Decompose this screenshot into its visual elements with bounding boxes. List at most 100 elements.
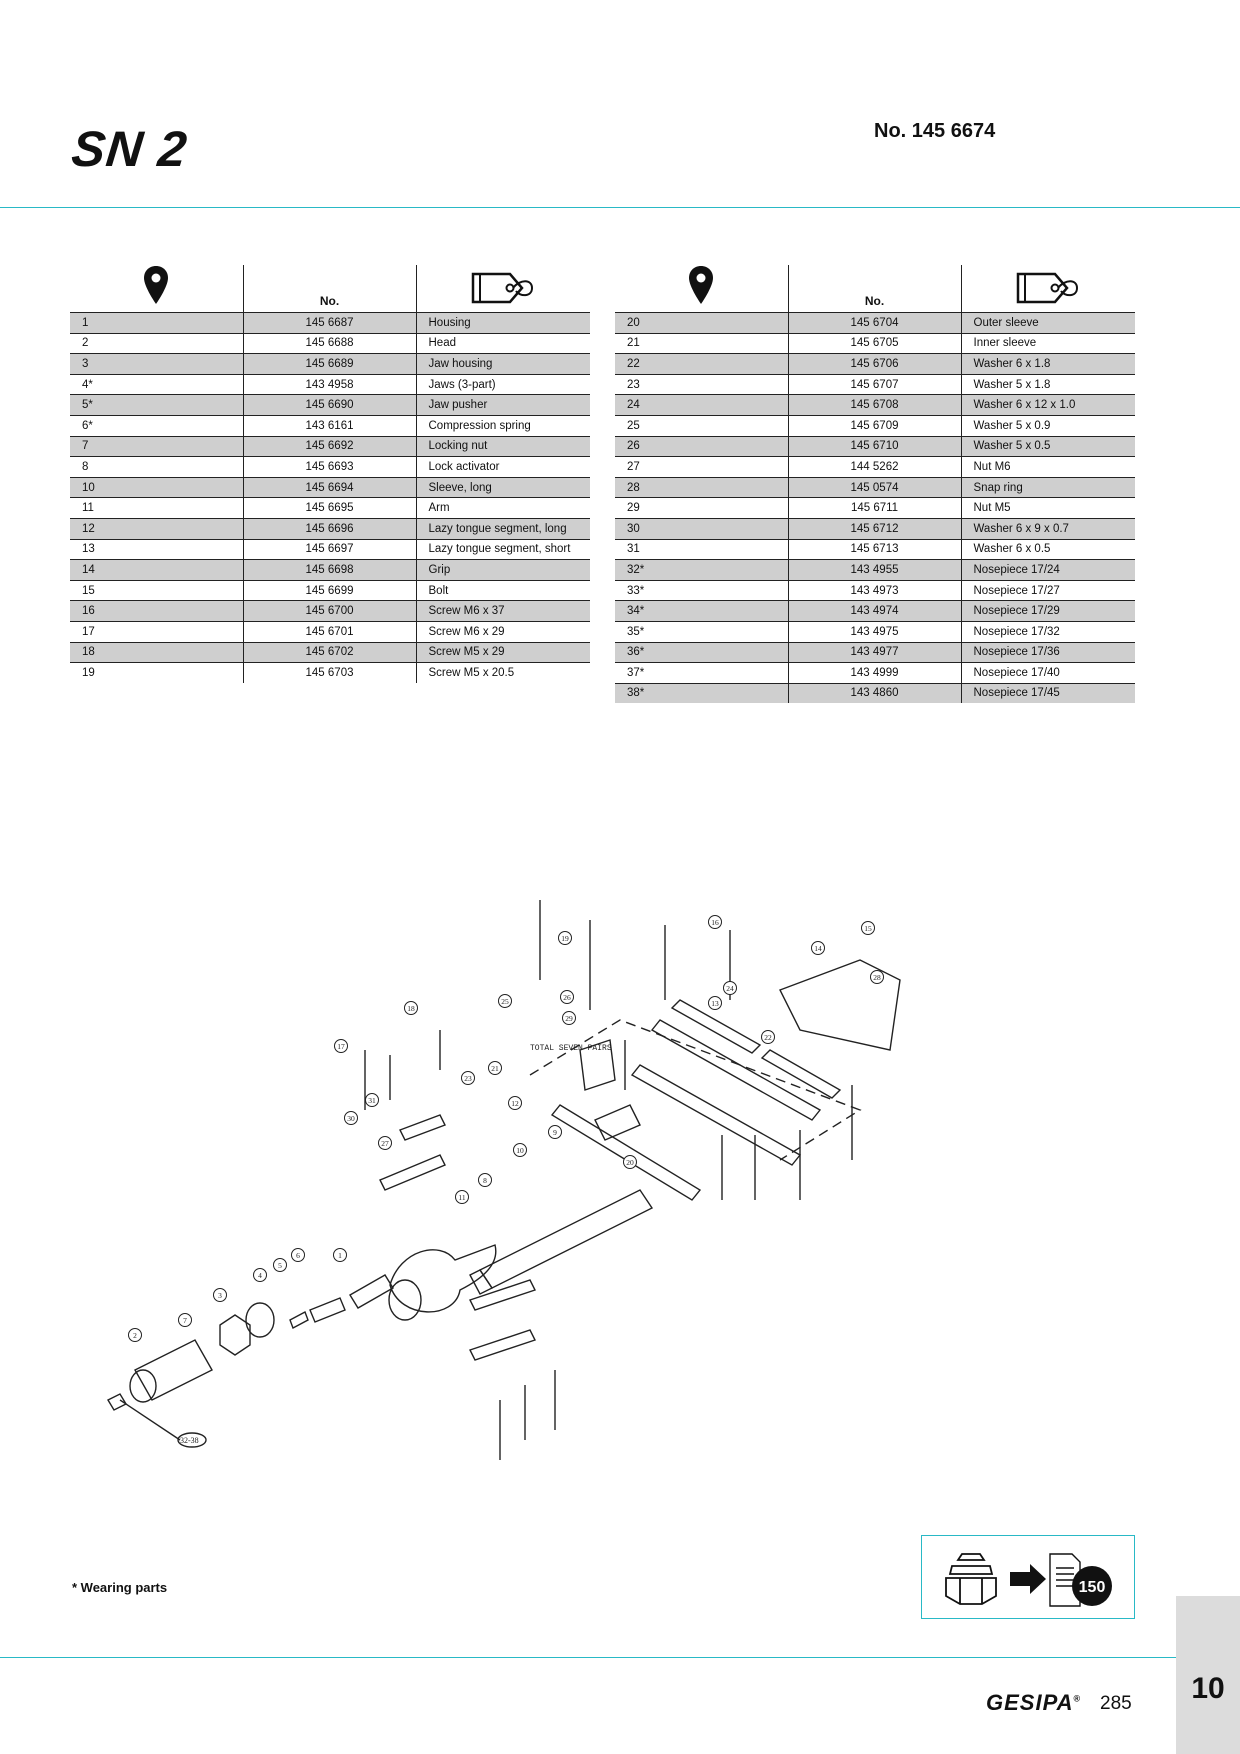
page-title: SN 2 — [69, 121, 191, 177]
page-number: 285 — [1100, 1693, 1132, 1714]
part-number-cell: 145 6706 — [787, 353, 961, 375]
position-column-header — [70, 265, 243, 313]
position-cell: 13 — [70, 538, 243, 560]
callout-bubble: 15 — [861, 921, 875, 935]
designation-cell: Washer 5 x 1.8 — [960, 373, 1135, 395]
diagram-annotation: TOTAL SEVEN PAIRS — [530, 1044, 612, 1053]
callout-label: 11 — [458, 1193, 465, 1202]
callout-label: 2 — [133, 1331, 137, 1340]
designation-cell: Nosepiece 17/24 — [960, 559, 1135, 581]
nosepiece-range-label: 32-38 — [180, 1436, 199, 1445]
callout-label: 31 — [368, 1096, 376, 1105]
designation-cell: Screw M5 x 29 — [415, 641, 590, 663]
designation-cell: Washer 6 x 12 x 1.0 — [960, 394, 1135, 416]
callout-label: 21 — [491, 1064, 499, 1073]
callout-label: 15 — [864, 924, 872, 933]
callout-bubble: 20 — [623, 1155, 637, 1169]
callout-bubble: 26 — [560, 990, 574, 1004]
position-cell: 8 — [70, 456, 243, 478]
callout-label: 18 — [407, 1004, 415, 1013]
callout-bubble: 31 — [365, 1093, 379, 1107]
callout-label: 26 — [563, 993, 571, 1002]
part-number-cell: 144 5262 — [787, 456, 961, 478]
part-number-cell: 145 6708 — [787, 394, 961, 416]
callout-layer: 1234567891011121314151617181920212223242… — [128, 915, 884, 1342]
position-cell: 20 — [615, 312, 788, 334]
part-number-cell: 145 6701 — [242, 620, 416, 642]
position-cell: 14 — [70, 559, 243, 581]
position-cell: 24 — [615, 394, 788, 416]
position-cell: 27 — [615, 456, 788, 478]
callout-bubble: 14 — [811, 941, 825, 955]
position-cell: 31 — [615, 538, 788, 560]
part-number-cell: 145 6707 — [787, 373, 961, 395]
part-number-cell: 143 4955 — [787, 559, 961, 581]
position-cell: 34* — [615, 600, 788, 622]
part-number-cell: 145 6692 — [242, 435, 416, 457]
nosepiece-reference-box[interactable]: 150 — [921, 1535, 1135, 1619]
position-cell: 2 — [70, 332, 243, 354]
map-pin-icon — [689, 266, 714, 304]
part-number-cell: 145 6710 — [787, 435, 961, 457]
callout-bubble: 10 — [513, 1143, 527, 1157]
callout-label: 6 — [296, 1251, 300, 1260]
position-cell: 36* — [615, 641, 788, 663]
callout-bubble: 11 — [455, 1190, 469, 1204]
callout-bubble: 28 — [870, 970, 884, 984]
callout-label: 22 — [764, 1033, 772, 1042]
designation-cell: Head — [415, 332, 590, 354]
nosepiece-reference-page: 150 — [1079, 1579, 1106, 1596]
callout-label: 24 — [726, 984, 734, 993]
position-cell: 3 — [70, 353, 243, 375]
position-cell: 10 — [70, 476, 243, 498]
designation-cell: Lock activator — [415, 456, 590, 478]
designation-cell: Arm — [415, 497, 590, 519]
part-number-cell: 145 0574 — [787, 476, 961, 498]
designation-cell: Locking nut — [415, 435, 590, 457]
callout-bubble: 9 — [548, 1125, 562, 1139]
callout-label: 5 — [278, 1261, 282, 1270]
part-number-cell: 143 4973 — [787, 579, 961, 601]
callout-bubble: 7 — [178, 1313, 192, 1327]
position-cell: 5* — [70, 394, 243, 416]
designation-cell: Nosepiece 17/27 — [960, 579, 1135, 601]
part-number-cell: 145 6688 — [242, 332, 416, 354]
part-number-cell: 145 6702 — [242, 641, 416, 663]
part-number-cell: 145 6696 — [242, 517, 416, 540]
designation-cell: Inner sleeve — [960, 332, 1135, 354]
callout-label: 14 — [814, 944, 822, 953]
part-number-cell: 145 6695 — [242, 497, 416, 519]
callout-label: 1 — [338, 1251, 342, 1260]
position-cell: 26 — [615, 435, 788, 457]
part-number-cell: 145 6711 — [787, 497, 961, 519]
callout-bubble: 24 — [723, 981, 737, 995]
designation-cell: Jaw pusher — [415, 394, 590, 416]
designation-cell: Nosepiece 17/45 — [960, 682, 1135, 704]
number-column-header: No. — [787, 265, 961, 313]
callout-bubble: 13 — [708, 996, 722, 1010]
position-cell: 7 — [70, 435, 243, 457]
brand-logo: GESIPA® — [986, 1690, 1081, 1716]
designation-cell: Sleeve, long — [415, 476, 590, 498]
chapter-number: 10 — [1191, 1672, 1225, 1705]
part-number-cell: 145 6700 — [242, 600, 416, 622]
brand-name: GESIPA — [986, 1690, 1074, 1715]
designation-cell: Nosepiece 17/36 — [960, 641, 1135, 663]
position-cell: 18 — [70, 641, 243, 663]
callout-bubble: 1 — [333, 1248, 347, 1262]
designation-cell: Snap ring — [960, 476, 1135, 498]
footer-divider — [0, 1657, 1176, 1658]
